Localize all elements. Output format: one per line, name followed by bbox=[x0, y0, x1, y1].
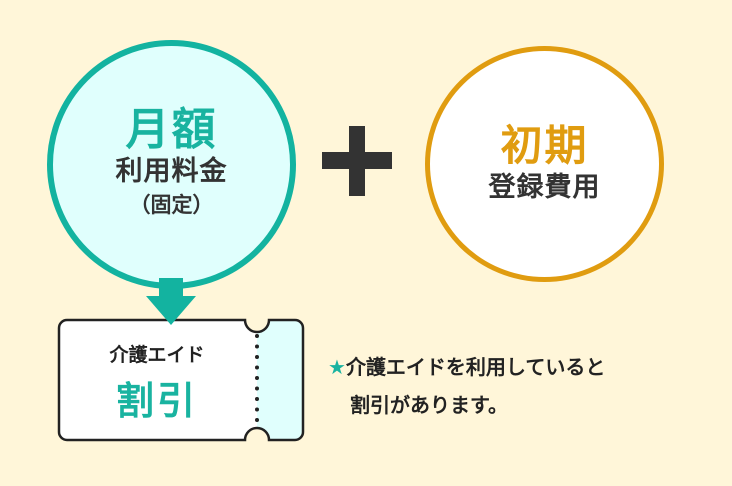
ticket-label: 介護エイド bbox=[109, 344, 205, 366]
footnote: ★介護エイドを利用していると 割引があります。 bbox=[328, 348, 605, 424]
star-icon: ★ bbox=[328, 355, 346, 379]
ticket-value: 割引 bbox=[115, 379, 198, 423]
monthly-fee-title: 月額 bbox=[125, 103, 218, 155]
monthly-fee-subtitle: 利用料金 bbox=[115, 156, 228, 188]
monthly-fee-circle: 月額 利用料金 （固定） bbox=[47, 40, 296, 289]
footnote-line1: 介護エイドを利用していると bbox=[345, 355, 606, 379]
initial-fee-title: 初期 bbox=[500, 121, 589, 171]
ticket-shape bbox=[57, 318, 305, 442]
initial-fee-circle: 初期 登録費用 bbox=[425, 46, 664, 282]
discount-ticket: 介護エイド 割引 bbox=[57, 318, 305, 442]
footnote-line2: 割引があります。 bbox=[350, 393, 508, 417]
monthly-fee-note: （固定） bbox=[129, 193, 214, 218]
plus-icon bbox=[322, 126, 392, 196]
initial-fee-subtitle: 登録費用 bbox=[488, 171, 601, 203]
